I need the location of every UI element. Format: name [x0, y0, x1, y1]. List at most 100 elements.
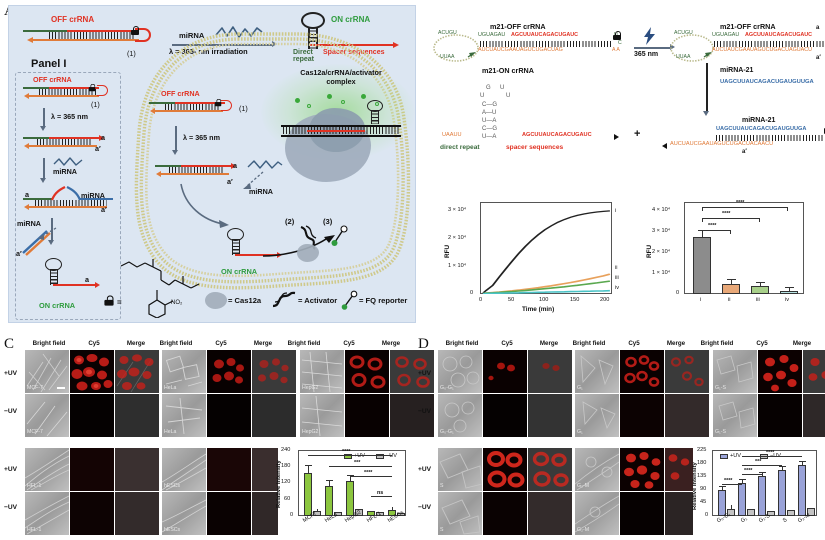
panel-b-spacer-label: spacer sequences	[506, 144, 564, 151]
line-xtick-1: 50	[508, 297, 515, 303]
legend-label-minus-uv: −UV	[386, 453, 398, 459]
panel-d-hdr-bf-2: Bright field	[572, 340, 606, 347]
dmimg-merge-s-uv	[528, 448, 572, 491]
panel-i-off-duplex	[23, 85, 109, 102]
panel-d-micrographs-top: G₀-G₁ G₁ G₁-S	[438, 350, 825, 438]
mirna-squiggle-icon	[247, 160, 283, 169]
panel-i-a-prime-label-2: a′	[101, 205, 107, 214]
bar-ii	[722, 283, 740, 294]
no2-label: NO₂	[171, 300, 183, 306]
dmimg-merge-g0g1-uv	[528, 350, 572, 393]
panel-c-legend-minus-uv: −UV	[376, 453, 397, 459]
line-annot-ii: ii	[615, 265, 618, 271]
cell-on-crrna-label: ON crRNA	[221, 267, 258, 276]
right-loop-seq-bottom: UUAA	[676, 54, 691, 60]
mimg-cap-mcf7-2: MCF-7	[27, 429, 43, 435]
panel-c-legend-plus-uv: +UV	[344, 453, 365, 459]
dmimg-cy5-g1-nouv	[620, 394, 664, 437]
svg-text:G: G	[486, 85, 491, 91]
sig-i-ii: ****	[708, 223, 717, 229]
mimg-cap-hescs: hESCs	[164, 483, 181, 489]
d-sig-1: ****	[724, 478, 733, 484]
mimg-cy5-hepg2-nouv	[345, 394, 389, 437]
mimg-merge-hela-uv	[252, 350, 296, 393]
legend-cas12a: = Cas12a	[228, 296, 262, 305]
panel-i-mirna-label-2: miRNA	[81, 191, 105, 200]
bar-chart-frame	[684, 202, 804, 294]
line-ytick-2: 2 × 10⁴	[448, 235, 467, 241]
line-xtick-2: 100	[539, 297, 549, 303]
mirna21-duplex: UAGCUUAUCAGACUGAUGUUGA AUCUAUCGAAUAGUCUG…	[658, 126, 825, 155]
green-dot	[307, 104, 311, 108]
c-ytick-2: 120	[281, 479, 291, 485]
cell-cleave-arrow	[262, 235, 335, 257]
panel-i-off-crrna-label: OFF crRNA	[33, 75, 72, 84]
d-bar-g0g1-nouv	[727, 508, 735, 516]
d-bar-g0g1-uv	[718, 490, 726, 516]
mimg-bf-hfl1-uv: HFL-1	[25, 448, 69, 491]
left-hairpin-c: C	[618, 40, 622, 46]
panel-i-a-label-2: a	[25, 190, 29, 199]
line-chart-frame	[480, 202, 612, 294]
panel-a-uv-label: λ = 365- nm irradiation	[169, 47, 248, 56]
dmimg-cap-g2m-2: G₂-M	[577, 527, 590, 533]
duplex-bottom-orange-seq: AUCUAUCGAAUAGUCUGACUACAACU	[670, 141, 774, 147]
dmimg-bf-s-nouv: S	[438, 492, 482, 535]
mimg-bf-mcf7-uv: MCF-7	[25, 350, 69, 393]
line-chart-xlabel: Time (min)	[522, 306, 555, 313]
cell-arrow-1	[172, 126, 179, 155]
panel-i-arrow-2	[40, 158, 47, 183]
cell-numbering-1: (1)	[239, 104, 248, 113]
nitrobenzyl-structure: NO₂	[120, 259, 200, 318]
cell-spacer-strand	[235, 254, 279, 257]
mirna-squiggle-icon	[53, 157, 83, 166]
d-ytick-4: 180	[697, 460, 707, 466]
c-sig-4: ns	[377, 490, 384, 496]
panel-i-a-prime-label: a′	[95, 144, 101, 153]
dmimg-merge-g0g1-nouv	[528, 394, 572, 437]
on-crrna-left-seq: UAAUU	[442, 132, 462, 138]
cell-uv-label: λ = 365 nm	[183, 133, 220, 142]
panel-c-micrographs-top: MCF-7 HeLa	[25, 350, 434, 438]
cell-open-duplex	[155, 163, 241, 180]
line-annot-iv: iv	[615, 285, 620, 291]
c-bar-mcf7-uv	[304, 473, 312, 516]
panel-c-hdr-cy5-3: Cy5	[343, 340, 355, 347]
panel-i-title: Panel I	[31, 58, 67, 70]
arrow-right-icon	[393, 42, 399, 48]
legend-label-plus-uv: +UV	[354, 453, 366, 459]
bar-iii	[751, 286, 769, 294]
mirna21-bottom-label: miRNA-21	[742, 117, 776, 124]
dmimg-bf-g1-nouv: G₁	[575, 394, 619, 437]
duplex-a-prime-label: a′	[742, 149, 747, 155]
panel-c-row2-plus-uv: +UV	[4, 466, 18, 473]
line-annot-iii: iii	[615, 275, 619, 281]
c-bar-mcf7-nouv	[313, 510, 321, 516]
panel-b-a-prime-label: a′	[816, 55, 821, 61]
panel-c-hdr-bf-2: Bright field	[159, 340, 193, 347]
d-sig-2: ****	[744, 468, 753, 474]
panel-c-letter: C	[4, 336, 15, 352]
barb-ytick-0: 0	[676, 290, 680, 296]
svg-text:U—A: U—A	[482, 118, 496, 124]
mimg-cy5-mcf7-uv	[70, 350, 114, 393]
m21-on-label: m21-ON crRNA	[482, 66, 534, 75]
m21-off-left-label: m21-OFF crRNA	[490, 22, 546, 31]
left-loop-seq-bottom: UUAA	[440, 54, 455, 60]
cell-numbering-3: (3)	[323, 217, 333, 226]
mimg-cy5-hescs-nouv	[207, 492, 251, 535]
duplex-top-blue-seq: UAGCUUAUCAGACUGAUGUUGA	[716, 126, 807, 132]
panel-i-arrow-3	[48, 218, 55, 245]
left-loop-seq: ACUGU	[438, 30, 457, 36]
dmimg-cap-g2m: G₂-M	[577, 483, 590, 489]
c-ytick-0: 0	[290, 512, 294, 518]
panel-d-hdr-cy5-3: Cy5	[756, 340, 768, 347]
panel-b-line-chart: 0 1 × 10⁴ 2 × 10⁴ 3 × 10⁴ RFU 0 50 100 1…	[436, 196, 626, 324]
panel-i-mirna-label-3: miRNA	[17, 219, 41, 228]
mimg-merge-hepg2-uv	[390, 350, 434, 393]
dmimg-cy5-g0g1-uv	[483, 350, 527, 393]
dmimg-cap-g1: G₁	[577, 385, 583, 391]
panel-c-hdr-merge-1: Merge	[126, 340, 146, 347]
panel-b-schematic: m21-OFF crRNA ACUGU UUAA UGUAGAU AGCUUAU…	[420, 5, 825, 190]
c-sig-3: ****	[364, 470, 373, 476]
